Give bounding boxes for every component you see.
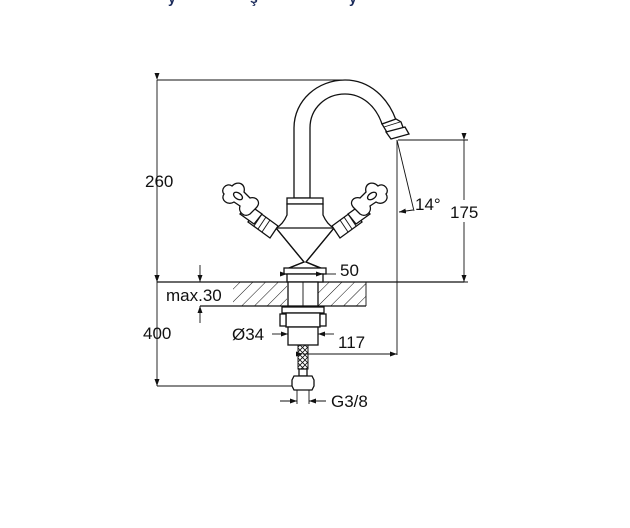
dimension-400: 400 (143, 275, 292, 387)
dimension-angle: 14° (396, 139, 441, 355)
dimension-117: 117 (296, 333, 397, 357)
flexible-hose (291, 344, 315, 404)
faucet-body (274, 197, 336, 283)
left-handle (222, 182, 279, 239)
dimension-label-max30: max.30 (166, 286, 222, 305)
mounting-shank (279, 281, 327, 346)
dimension-label-thread: G3/8 (331, 392, 368, 411)
dimension-max30: max.30 (166, 265, 222, 323)
dimension-label-117: 117 (338, 333, 365, 352)
dimension-label-175: 175 (450, 203, 478, 222)
right-handle (331, 182, 388, 239)
dimension-label-400: 400 (143, 324, 171, 343)
dimension-50: 50 (280, 261, 359, 280)
dimension-thread: G3/8 (280, 392, 368, 411)
dimension-label-50: 50 (340, 261, 359, 280)
dimension-diameter-34: Ø34 (232, 325, 334, 344)
countertop (157, 281, 464, 307)
dimension-175: 175 (398, 133, 478, 283)
header-fragment: y (168, 0, 176, 6)
dimension-label-diameter-34: Ø34 (232, 325, 264, 344)
dimension-label-angle: 14° (415, 195, 441, 214)
dimension-label-260: 260 (145, 172, 173, 191)
spout (293, 79, 410, 199)
dimension-260: 260 (145, 73, 345, 282)
header-fragment: ş (250, 0, 258, 6)
header-fragments: y ş y (168, 0, 357, 6)
header-fragment: y (349, 0, 357, 6)
